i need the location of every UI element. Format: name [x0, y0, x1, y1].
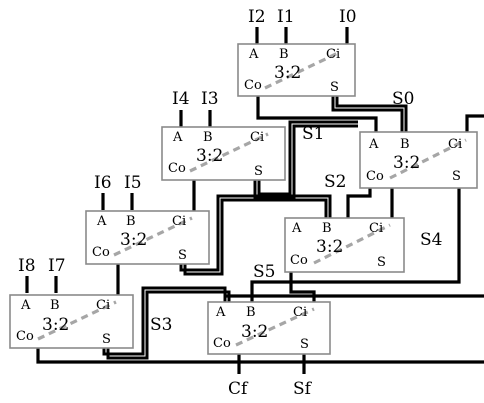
- svg-text:A: A: [96, 214, 107, 229]
- label-i3: I3: [201, 89, 219, 109]
- svg-text:Co: Co: [213, 336, 231, 351]
- svg-text:Co: Co: [16, 329, 34, 344]
- svg-text:Co: Co: [92, 245, 110, 260]
- svg-text:Ci: Ci: [369, 221, 383, 236]
- svg-text:A: A: [248, 47, 259, 62]
- svg-text:Ci: Ci: [448, 137, 462, 152]
- bottom-bus-wire: [36, 348, 484, 364]
- label-i7: I7: [48, 256, 66, 276]
- svg-text:A: A: [215, 305, 226, 320]
- svg-text:3:2: 3:2: [393, 153, 420, 173]
- svg-text:S: S: [102, 332, 111, 347]
- svg-text:A: A: [291, 221, 302, 236]
- svg-text:S: S: [330, 80, 339, 95]
- svg-text:B: B: [50, 298, 60, 313]
- intermediate-labels: S0 S1 S2 S3 S4 S5: [150, 89, 442, 335]
- svg-text:S: S: [300, 337, 309, 352]
- s3-wire: [102, 286, 231, 360]
- svg-text:S: S: [178, 248, 187, 263]
- svg-text:Ci: Ci: [250, 130, 264, 145]
- label-i8: I8: [18, 256, 36, 276]
- svg-text:A: A: [20, 298, 31, 313]
- svg-text:3:2: 3:2: [274, 63, 301, 83]
- label-i6: I6: [94, 173, 112, 193]
- co5-wire: [346, 188, 372, 218]
- label-i5: I5: [124, 173, 142, 193]
- co1-wire: [256, 96, 378, 132]
- svg-text:B: B: [246, 305, 256, 320]
- svg-text:Co: Co: [366, 169, 384, 184]
- label-s3: S3: [150, 315, 172, 335]
- svg-text:3:2: 3:2: [120, 230, 147, 250]
- svg-text:B: B: [322, 221, 332, 236]
- label-i4: I4: [172, 89, 190, 109]
- output-labels: Cf Sf: [228, 379, 313, 399]
- svg-text:Co: Co: [168, 161, 186, 176]
- s4-wire: [250, 188, 461, 302]
- svg-text:B: B: [203, 130, 213, 145]
- svg-text:3:2: 3:2: [196, 146, 223, 166]
- label-s0: S0: [392, 89, 414, 109]
- label-i0: I0: [339, 7, 357, 27]
- adder-block-5: A B Ci Co S 3:2: [359, 131, 478, 189]
- svg-text:Co: Co: [244, 78, 262, 93]
- adder-block-2: A B Ci Co S 3:2: [161, 126, 286, 181]
- label-i2: I2: [248, 7, 266, 27]
- svg-text:B: B: [279, 47, 289, 62]
- adder-block-6: A B Ci Co S 3:2: [284, 217, 405, 273]
- s1-wire: [253, 120, 358, 200]
- adder-block-1: A B Ci Co S 3:2: [237, 43, 356, 97]
- svg-text:Co: Co: [290, 253, 308, 268]
- svg-text:B: B: [400, 137, 410, 152]
- label-s5: S5: [253, 262, 275, 282]
- svg-text:S: S: [452, 169, 461, 184]
- svg-text:3:2: 3:2: [241, 322, 268, 342]
- label-s1: S1: [302, 124, 324, 144]
- label-cf: Cf: [228, 379, 249, 399]
- svg-text:Ci: Ci: [172, 214, 186, 229]
- svg-text:A: A: [368, 137, 379, 152]
- adder-block-7: A B Ci Co S 3:2: [9, 294, 134, 349]
- svg-text:S: S: [254, 164, 263, 179]
- label-s4: S4: [420, 230, 442, 250]
- label-sf: Sf: [293, 379, 313, 399]
- label-i1: I1: [277, 7, 295, 27]
- input-wires: [25, 27, 349, 293]
- adder-block-4: A B Ci Co S 3:2: [85, 210, 210, 265]
- svg-text:S: S: [377, 255, 386, 270]
- svg-text:3:2: 3:2: [316, 237, 343, 257]
- svg-text:Ci: Ci: [96, 298, 110, 313]
- adder-block-8: A B Ci Co S 3:2: [207, 301, 331, 355]
- s0-wire: [331, 96, 408, 132]
- svg-text:Ci: Ci: [326, 47, 340, 62]
- svg-text:B: B: [126, 214, 136, 229]
- svg-text:A: A: [172, 130, 183, 145]
- s2-wire: [179, 194, 332, 276]
- label-s2: S2: [324, 172, 346, 192]
- svg-text:Ci: Ci: [293, 305, 307, 320]
- svg-text:3:2: 3:2: [42, 315, 69, 335]
- input-labels: I2 I1 I0 I4 I3 I6 I5 I8 I7: [18, 7, 357, 276]
